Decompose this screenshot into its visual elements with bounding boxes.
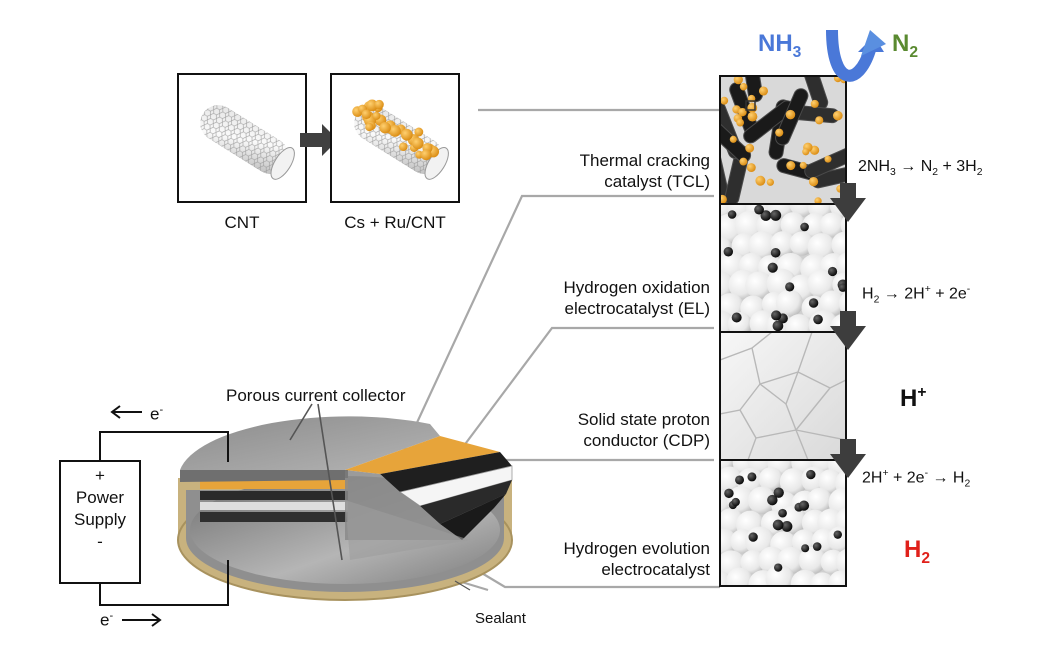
catalyst-particle bbox=[740, 83, 747, 90]
black-particle bbox=[749, 532, 758, 541]
power-line2: Supply bbox=[60, 509, 140, 531]
cnt-label: CNT bbox=[178, 212, 306, 233]
catalyst-particle bbox=[815, 116, 823, 124]
white-particle bbox=[829, 571, 853, 595]
cs-ru-cnt-box bbox=[331, 74, 459, 202]
power-line1: Power bbox=[60, 487, 140, 509]
h-plus-label: H+ bbox=[900, 384, 926, 413]
white-particle bbox=[827, 526, 853, 552]
black-particle bbox=[724, 489, 733, 498]
el-label-line2: electrocatalyst (EL) bbox=[480, 298, 710, 319]
nh3-label: NH3 bbox=[758, 30, 801, 62]
el-label-line1: Hydrogen oxidation bbox=[480, 277, 710, 298]
catalyst-particle bbox=[759, 86, 768, 95]
black-particle bbox=[773, 520, 784, 531]
catalyst-particle bbox=[739, 158, 747, 166]
tcl-label: Thermal cracking catalyst (TCL) bbox=[480, 150, 710, 192]
n2-label: N2 bbox=[892, 30, 918, 62]
catalyst-particle bbox=[389, 125, 401, 137]
white-particle bbox=[726, 568, 753, 595]
black-particle bbox=[732, 498, 740, 506]
catalyst-particle bbox=[365, 123, 373, 131]
power-plus: + bbox=[60, 465, 140, 487]
black-particle bbox=[813, 315, 823, 325]
catalyst-particle bbox=[374, 100, 383, 109]
cs-ru-cnt-label: Cs + Ru/CNT bbox=[321, 212, 469, 233]
catalyst-particle bbox=[736, 119, 744, 127]
h2-label: H2 bbox=[904, 536, 930, 568]
catalyst-particle bbox=[421, 149, 432, 160]
black-particle bbox=[785, 282, 794, 291]
black-particle bbox=[806, 470, 815, 479]
catalyst-particle bbox=[372, 112, 380, 120]
equation-ammonia-cracking: 2NH3 → N2 + 3H2 bbox=[858, 158, 983, 178]
black-particle bbox=[754, 205, 764, 215]
catalyst-particle bbox=[399, 142, 408, 151]
black-particle bbox=[770, 210, 781, 221]
her-panel bbox=[706, 446, 864, 599]
cdp-label-line2: conductor (CDP) bbox=[480, 430, 710, 451]
catalyst-particle bbox=[745, 144, 754, 153]
black-particle bbox=[801, 544, 809, 552]
catalyst-particle bbox=[800, 162, 807, 169]
black-particle bbox=[771, 310, 781, 320]
black-particle bbox=[834, 530, 842, 538]
catalyst-particle bbox=[833, 111, 843, 121]
catalyst-particle bbox=[786, 110, 795, 119]
black-particle bbox=[728, 210, 737, 219]
power-minus: - bbox=[60, 531, 140, 553]
el-label: Hydrogen oxidation electrocatalyst (EL) bbox=[480, 277, 710, 319]
catalyst-particle bbox=[767, 179, 774, 186]
black-particle bbox=[735, 475, 744, 484]
black-particle bbox=[747, 472, 756, 481]
black-particle bbox=[800, 223, 809, 232]
catalyst-particle bbox=[755, 176, 765, 186]
catalyst-particle bbox=[730, 136, 737, 143]
equation-hydrogen-oxidation: H2 → 2H+ + 2e- bbox=[862, 284, 970, 306]
catalyst-particle bbox=[809, 177, 818, 186]
curved-arrow-icon bbox=[832, 30, 886, 76]
black-particle bbox=[774, 563, 782, 571]
equation-hydrogen-evolution: 2H+ + 2e- → H2 bbox=[862, 468, 970, 490]
sealant-label: Sealant bbox=[475, 608, 526, 629]
catalyst-particle bbox=[802, 148, 809, 155]
catalyst-particle bbox=[412, 137, 424, 149]
catalyst-particle bbox=[720, 97, 728, 105]
cdp-label: Solid state proton conductor (CDP) bbox=[480, 409, 710, 451]
black-particle bbox=[774, 487, 784, 497]
tcl-label-line1: Thermal cracking bbox=[480, 150, 710, 171]
catalyst-particle bbox=[748, 112, 758, 122]
electron-top-label: e- bbox=[150, 400, 163, 425]
cdp-label-line1: Solid state proton bbox=[480, 409, 710, 430]
catalyst-particle bbox=[775, 129, 783, 137]
power-supply-label: + Power Supply - bbox=[60, 465, 140, 553]
her-label-line1: Hydrogen evolution bbox=[480, 538, 710, 559]
catalyst-particle bbox=[379, 122, 390, 133]
black-particle bbox=[724, 247, 733, 256]
black-particle bbox=[773, 321, 784, 332]
black-particle bbox=[771, 248, 781, 258]
her-label-line2: electrocatalyst bbox=[480, 559, 710, 580]
catalyst-particle bbox=[362, 109, 372, 119]
tcl-label-line2: catalyst (TCL) bbox=[480, 171, 710, 192]
catalyst-particle bbox=[824, 156, 831, 163]
black-particle bbox=[813, 542, 822, 551]
cnt-box bbox=[178, 74, 306, 202]
black-particle bbox=[809, 298, 819, 308]
black-particle bbox=[768, 263, 778, 273]
black-particle bbox=[828, 267, 837, 276]
black-particle bbox=[732, 312, 742, 322]
catalyst-particle bbox=[747, 163, 756, 172]
her-label: Hydrogen evolution electrocatalyst bbox=[480, 538, 710, 580]
catalyst-particle bbox=[811, 100, 819, 108]
porous-collector-label: Porous current collector bbox=[226, 385, 406, 406]
electron-bottom-label: e- bbox=[100, 606, 113, 631]
black-particle bbox=[799, 500, 809, 510]
cdp-panel bbox=[720, 332, 846, 460]
catalyst-particle bbox=[401, 129, 413, 141]
black-particle bbox=[778, 509, 787, 518]
catalyst-particle bbox=[786, 161, 795, 170]
